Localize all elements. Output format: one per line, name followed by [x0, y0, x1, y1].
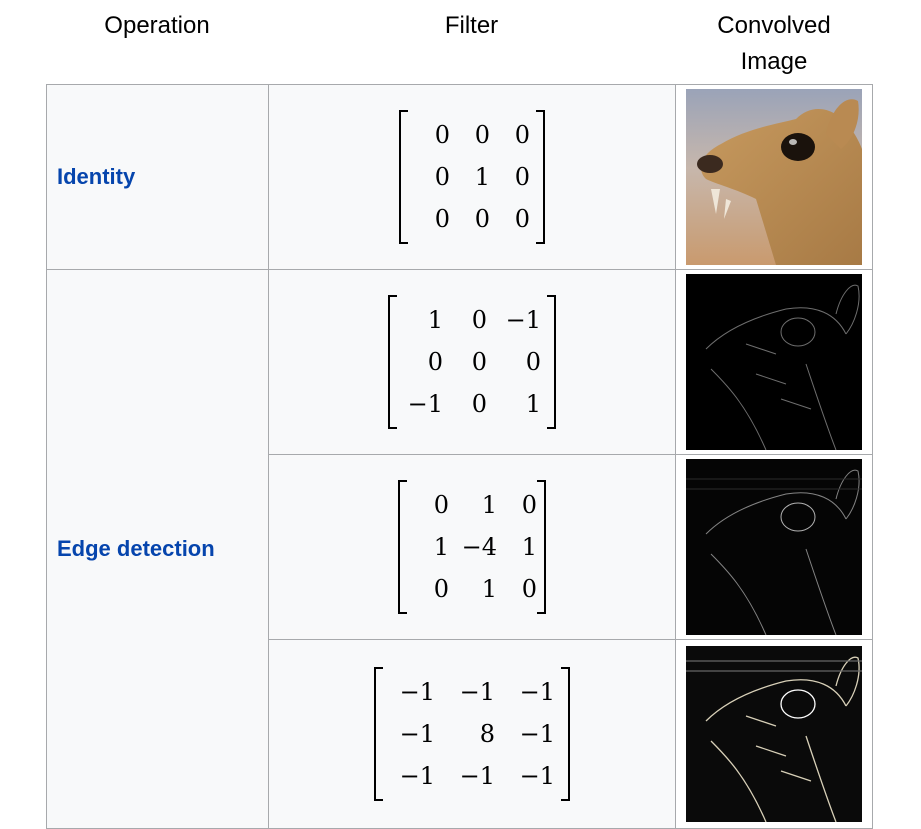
squirrel-original-image: [686, 89, 862, 265]
matrix-cell: 0: [521, 575, 537, 603]
matrix-bracket-left: [388, 295, 397, 429]
image-cell: [675, 269, 873, 455]
matrix-cell: 0: [521, 491, 537, 519]
matrix-cell: −4: [461, 533, 497, 561]
operation-cell-identity: Identity: [46, 84, 269, 270]
matrix-cell: 0: [434, 121, 450, 149]
matrix-cell: 1: [427, 306, 443, 334]
matrix-bracket-right: [547, 295, 556, 429]
matrix-cell: −1: [407, 390, 443, 418]
matrix-cell: −1: [399, 720, 435, 748]
matrix-cell: −1: [519, 678, 555, 706]
squirrel-edges-laplacian-image: [686, 459, 862, 635]
matrix-cell: −1: [505, 306, 541, 334]
matrix-cell: 1: [481, 491, 497, 519]
matrix-cell: −1: [399, 762, 435, 790]
kernel-matrix: −1 −1 −1 −1 8 −1 −1 −1 −1: [374, 667, 570, 801]
matrix-cell: 1: [525, 390, 541, 418]
matrix-cell: 0: [433, 491, 449, 519]
matrix-cell: 0: [525, 348, 541, 376]
matrix-cell: 0: [474, 121, 490, 149]
matrix-cell: 0: [471, 390, 487, 418]
matrix-bracket-right: [561, 667, 570, 801]
matrix-cell: 0: [427, 348, 443, 376]
matrix-cell: −1: [519, 720, 555, 748]
matrix-bracket-left: [374, 667, 383, 801]
filter-cell: −1 −1 −1 −1 8 −1 −1 −1 −1: [268, 639, 676, 829]
matrix-cell: 1: [433, 533, 449, 561]
matrix-cell: 0: [433, 575, 449, 603]
matrix-cell: 1: [481, 575, 497, 603]
matrix-bracket-right: [537, 480, 546, 614]
matrix-grid: −1 −1 −1 −1 8 −1 −1 −1 −1: [383, 667, 561, 801]
image-cell: [675, 84, 873, 270]
squirrel-edges-strong-image: [686, 646, 862, 822]
matrix-cell: 8: [479, 720, 495, 748]
image-cell: [675, 639, 873, 829]
header-operation: Operation: [104, 12, 210, 39]
matrix-cell: 1: [474, 163, 490, 191]
matrix-cell: −1: [459, 762, 495, 790]
matrix-cell: 0: [471, 348, 487, 376]
identity-link[interactable]: Identity: [57, 164, 136, 189]
matrix-cell: −1: [399, 678, 435, 706]
matrix-cell: 0: [434, 163, 450, 191]
image-cell: [675, 454, 873, 640]
edge-detection-link[interactable]: Edge detection: [57, 536, 215, 561]
matrix-cell: 0: [514, 205, 530, 233]
matrix-bracket-left: [399, 110, 408, 244]
matrix-bracket-left: [398, 480, 407, 614]
matrix-cell: 0: [514, 163, 530, 191]
matrix-cell: 1: [521, 533, 537, 561]
matrix-cell: 0: [434, 205, 450, 233]
matrix-cell: 0: [474, 205, 490, 233]
header-filter: Filter: [444, 12, 499, 39]
matrix-cell: 0: [471, 306, 487, 334]
squirrel-edges-diagonal-image: [686, 274, 862, 450]
matrix-cell: −1: [519, 762, 555, 790]
matrix-bracket-right: [536, 110, 545, 244]
matrix-cell: 0: [514, 121, 530, 149]
operation-cell-edge-detection: Edge detection: [46, 269, 269, 829]
matrix-cell: −1: [459, 678, 495, 706]
